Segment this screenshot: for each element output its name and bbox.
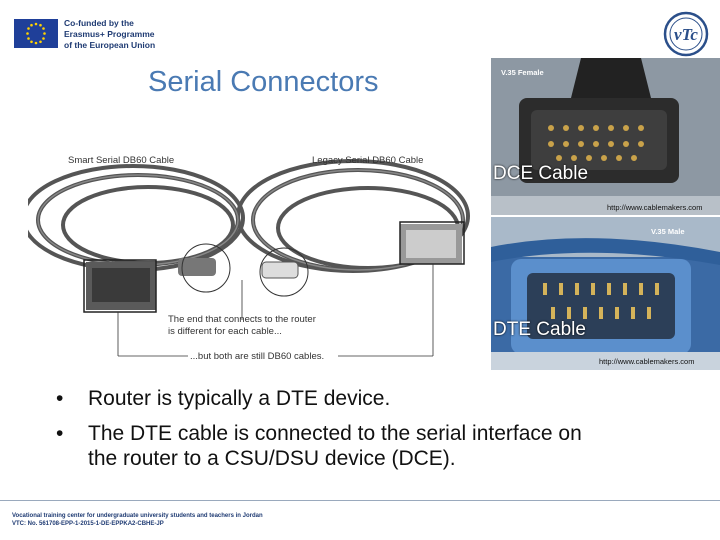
- dte-photo-tag: V.35 Male: [651, 227, 685, 236]
- smart-cable-label: Smart Serial DB60 Cable: [68, 155, 175, 166]
- eu-text-line: Co-funded by the: [64, 18, 134, 28]
- legacy-cable-label: Legacy Serial DB60 Cable: [312, 155, 424, 166]
- bullet-symbol: •: [56, 422, 64, 445]
- slide-title: Serial Connectors: [148, 66, 379, 98]
- router-end-callout: The end that connects to the router is d…: [168, 314, 316, 338]
- svg-text:vTc: vTc: [674, 25, 698, 44]
- dce-connector-image: [491, 58, 720, 215]
- footer: Vocational training center for undergrad…: [12, 512, 263, 528]
- callout-line: is different for each cable...: [168, 326, 282, 337]
- db60-callout: ...but both are still DB60 cables.: [190, 351, 325, 362]
- bullet-text: Router is typically a DTE device.: [88, 387, 391, 410]
- bullet-text: The DTE cable is connected to the serial…: [88, 422, 582, 445]
- footer-line-1: Vocational training center for undergrad…: [12, 513, 263, 519]
- serial-cables-photo: [28, 159, 470, 357]
- bullet-item: • Router is typically a DTE device.: [56, 386, 696, 411]
- footer-divider: [0, 500, 720, 501]
- dte-cable-caption: DTE Cable: [493, 319, 586, 340]
- dce-photo-url: http://www.cablemakers.com: [607, 203, 703, 212]
- callout-line: The end that connects to the router: [168, 314, 316, 325]
- eu-text-line: Erasmus+ Programme: [64, 29, 155, 39]
- vtc-logo: vTc: [663, 11, 709, 57]
- dce-photo-tag: V.35 Female: [501, 68, 544, 77]
- dte-connector-image: [491, 217, 720, 370]
- bullet-text-continued: the router to a CSU/DSU device (DCE).: [88, 447, 456, 470]
- dce-cable-caption: DCE Cable: [493, 163, 589, 184]
- eu-cofunded-text: Co-funded by the Erasmus+ Programme of t…: [64, 18, 155, 51]
- dte-photo-url: http://www.cablemakers.com: [599, 357, 695, 366]
- eu-flag-logo: [14, 19, 58, 48]
- eu-text-line: of the European Union: [64, 40, 156, 50]
- dce-cable-photo: V.35 Female DCE Cable http://www.cablema…: [491, 58, 720, 215]
- dte-cable-photo: V.35 Male DTE Cable http://www.cablemake…: [491, 217, 720, 370]
- bullet-item: • The DTE cable is connected to the seri…: [56, 421, 696, 471]
- footer-line-2: VTC: No. 561708-EPP-1-2015-1-DE-EPPKA2-C…: [12, 521, 164, 527]
- bullet-symbol: •: [56, 387, 64, 410]
- bullet-list: • Router is typically a DTE device. • Th…: [56, 386, 696, 481]
